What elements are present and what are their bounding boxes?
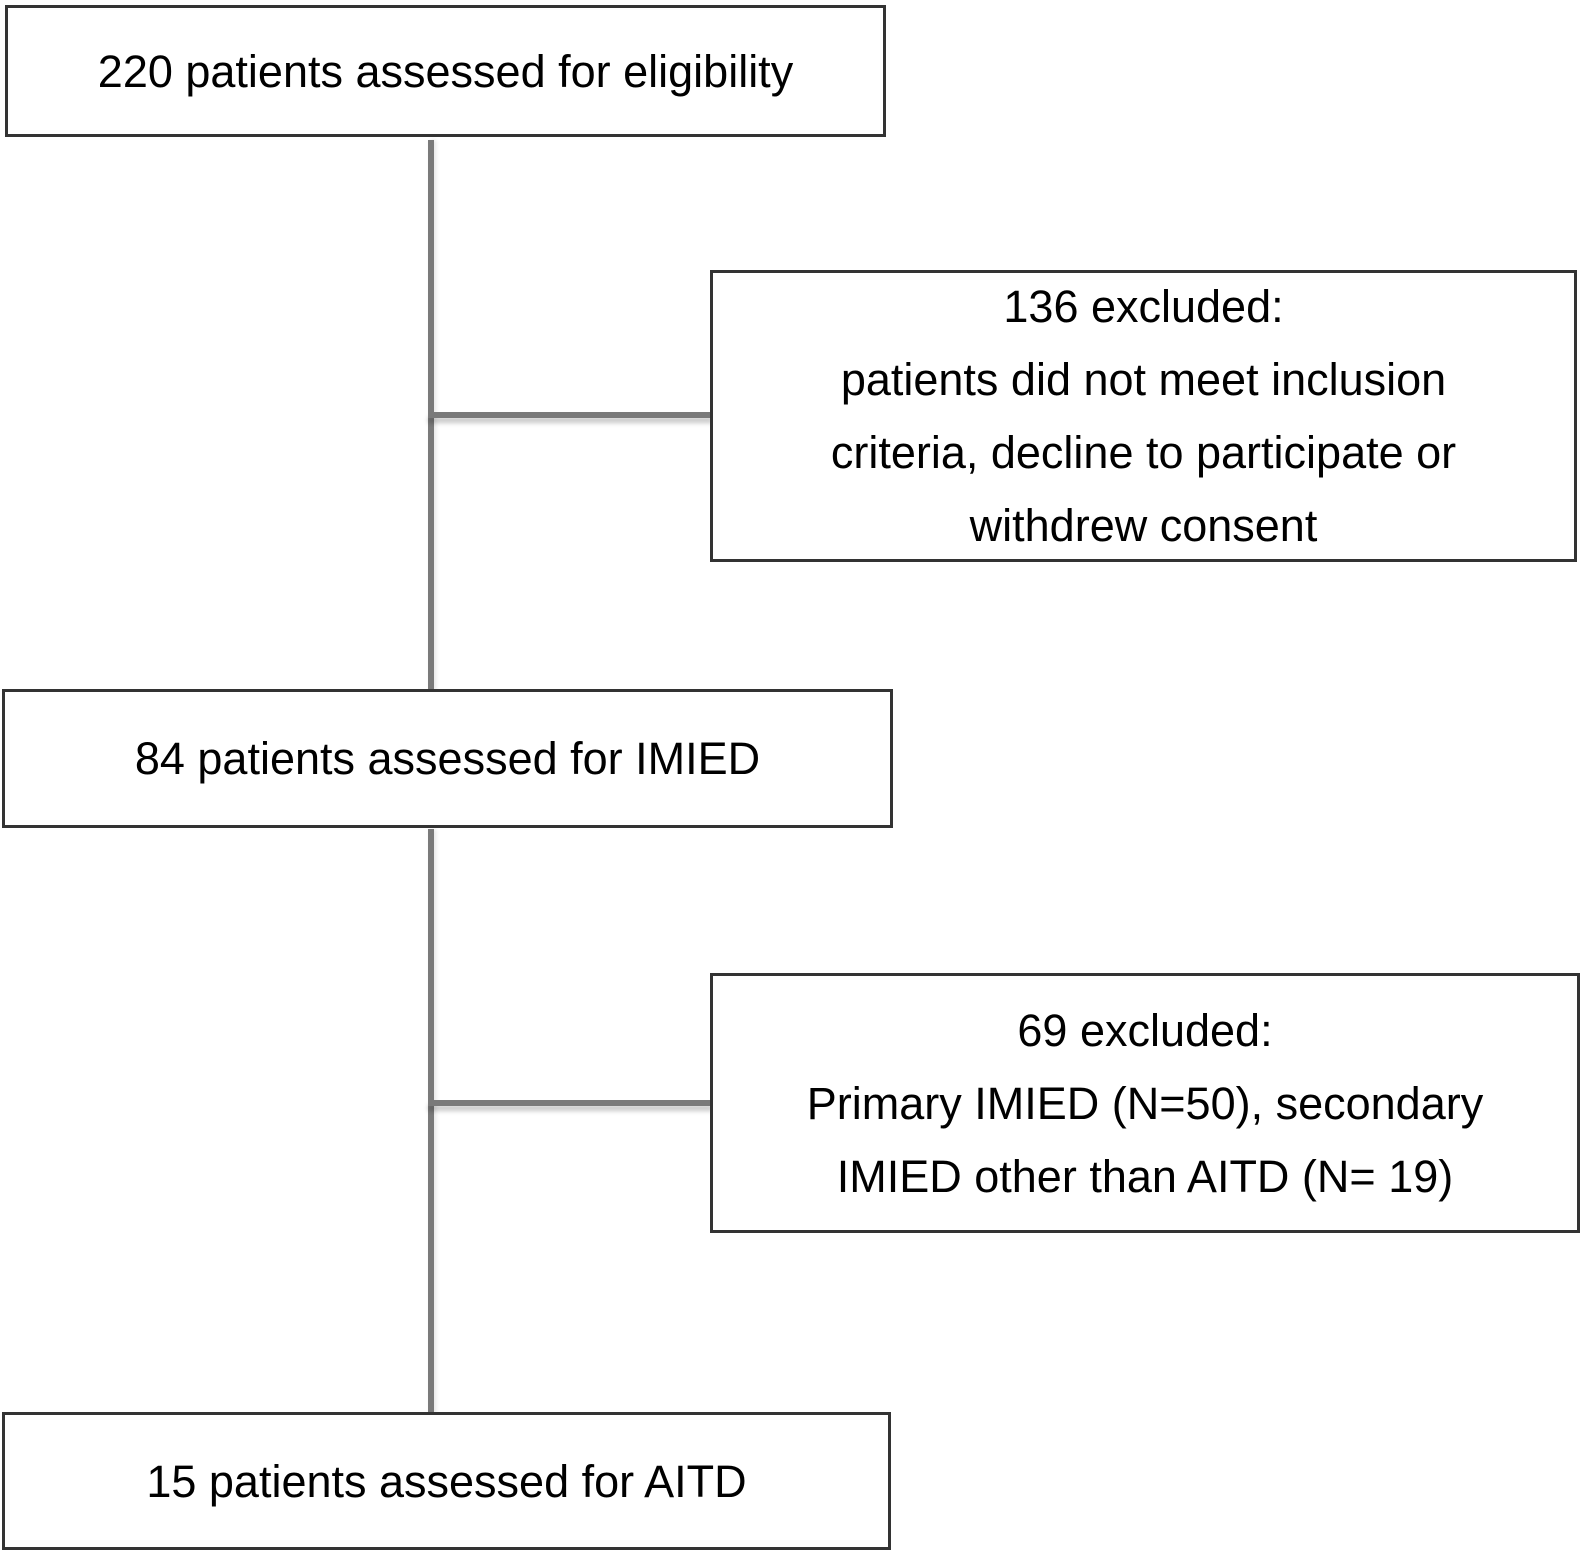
flow-box-excluded-eligibility-line-4: withdrew consent [969,500,1318,551]
flow-box-excluded-imied: 69 excluded: Primary IMIED (N=50), secon… [710,973,1580,1233]
flow-box-excluded-eligibility-line-3: criteria, decline to participate or [830,427,1457,478]
flow-box-aitd: 15 patients assessed for AITD [2,1412,891,1550]
connector-branch-excluded-2 [428,1100,713,1106]
flow-box-excluded-imied-line-3: IMIED other than AITD (N= 19) [836,1150,1454,1202]
flow-box-excluded-eligibility-line-1: 136 excluded: [1003,281,1284,332]
flow-box-aitd-label: 15 patients assessed for AITD [146,1455,747,1507]
flow-box-excluded-eligibility-line-2: patients did not meet inclusion [840,354,1447,405]
flow-box-excluded-eligibility: 136 excluded: patients did not meet incl… [710,270,1577,562]
flow-box-eligibility: 220 patients assessed for eligibility [5,5,886,137]
connector-imied-to-aitd [428,829,434,1415]
flow-box-excluded-imied-line-2: Primary IMIED (N=50), secondary [806,1077,1484,1129]
flow-box-imied: 84 patients assessed for IMIED [2,689,893,828]
connector-branch-excluded-1 [428,412,713,418]
flow-box-excluded-imied-line-1: 69 excluded: [1017,1004,1273,1056]
flow-box-eligibility-label: 220 patients assessed for eligibility [97,45,794,97]
flow-box-imied-label: 84 patients assessed for IMIED [134,733,761,784]
